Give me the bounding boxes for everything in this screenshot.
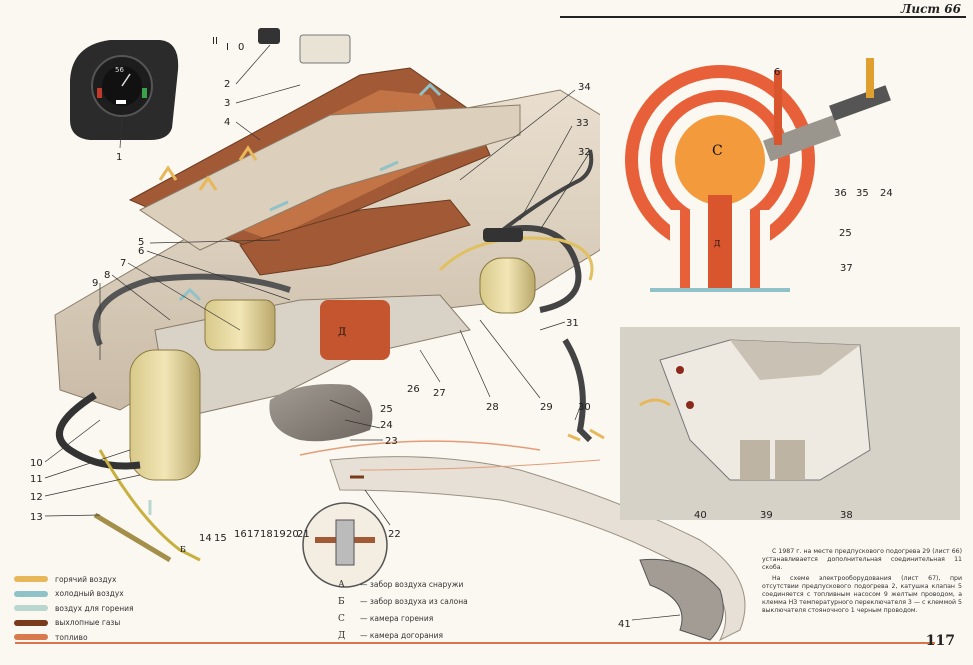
- chamber-letter-d2: Д: [714, 239, 721, 248]
- legend-item-exhaust: выхлопные газы: [14, 617, 204, 629]
- callout-17: 17: [247, 529, 260, 540]
- fuel-arrow-icon: [14, 634, 48, 640]
- flow-legend: горячий воздух холодный воздух воздух дл…: [14, 573, 204, 646]
- callout-30: 30: [578, 402, 591, 413]
- cold-air-arrow-icon: [14, 590, 48, 597]
- callout-15: 15: [214, 533, 227, 544]
- callout-39: 39: [760, 510, 773, 521]
- callout-2: 2: [224, 79, 230, 90]
- heater-cross-section: С Д: [600, 20, 920, 320]
- callout-41: 41: [618, 619, 631, 630]
- callout-25: 25: [380, 404, 393, 415]
- callout-6b: 6: [774, 67, 780, 78]
- key-row-d: Д— камера догорания: [338, 631, 443, 641]
- callout-13: 13: [30, 512, 43, 523]
- callout-18: 18: [260, 529, 273, 540]
- callout-11: 11: [30, 474, 43, 485]
- callout-24: 24: [380, 420, 393, 431]
- key-row-a: А— забор воздуха снаружи: [338, 580, 464, 590]
- position-mark-ii: II: [212, 36, 218, 47]
- heater-housing-detail: [620, 327, 960, 520]
- callout-3: 3: [224, 98, 230, 109]
- chamber-letter-d: Д: [338, 327, 346, 338]
- exhaust-arrow-icon: [14, 619, 48, 626]
- callout-6: 6: [138, 246, 144, 257]
- footer-rule: [15, 642, 935, 644]
- callout-25b: 25: [839, 228, 852, 239]
- callout-38: 38: [840, 510, 853, 521]
- combustion-air-arrow-icon: [14, 605, 48, 611]
- callout-4: 4: [224, 117, 230, 128]
- callout-14: 14: [199, 533, 212, 544]
- key-row-b: Б— забор воздуха из салона: [338, 597, 468, 607]
- legend-item-fuel: топливо: [14, 631, 204, 643]
- callout-31: 31: [566, 318, 579, 329]
- callout-9: 9: [92, 278, 98, 289]
- position-mark-i: I: [226, 42, 229, 53]
- callout-24b: 24: [880, 188, 893, 199]
- callout-20: 20: [286, 529, 299, 540]
- callout-26: 26: [407, 384, 420, 395]
- callout-37: 37: [840, 263, 853, 274]
- callout-34: 34: [578, 82, 591, 93]
- callout-33: 33: [576, 118, 589, 129]
- footnote-para-2: На схеме электрооборудования (лист 67), …: [762, 575, 962, 614]
- sheet-number: Лист 66: [900, 2, 961, 16]
- callout-23: 23: [385, 436, 398, 447]
- legend-item-hot-air: горячий воздух: [14, 573, 204, 585]
- chamber-letter-c: С: [712, 143, 723, 159]
- footnote: С 1987 г. на месте предпускового подогре…: [762, 548, 962, 618]
- position-mark-0: 0: [238, 42, 244, 53]
- page-number: 117: [925, 633, 955, 649]
- inlet-letter-b: Б: [180, 545, 186, 554]
- callout-8: 8: [104, 270, 110, 281]
- footnote-para-1: С 1987 г. на месте предпускового подогре…: [762, 548, 962, 571]
- gauge-scale: 56: [115, 66, 124, 74]
- key-row-c: С— камера горения: [338, 614, 434, 624]
- callout-1: 1: [116, 152, 122, 163]
- letter-key-list: А— забор воздуха снаружи Б— забор воздух…: [338, 580, 538, 648]
- legend-item-cold-air: холодный воздух: [14, 588, 204, 600]
- callout-19: 19: [273, 529, 286, 540]
- header-rule: [560, 16, 966, 18]
- callout-10: 10: [30, 458, 43, 469]
- callout-32: 32: [578, 147, 591, 158]
- callout-35: 35: [856, 188, 869, 199]
- legend-item-combustion-air: воздух для горения: [14, 602, 204, 614]
- callout-21: 21: [297, 529, 310, 540]
- control-panel: 56: [70, 40, 179, 140]
- callout-29: 29: [540, 402, 553, 413]
- callout-12: 12: [30, 492, 43, 503]
- callout-36: 36: [834, 188, 847, 199]
- callout-27: 27: [433, 388, 446, 399]
- callout-7: 7: [120, 258, 126, 269]
- callout-28: 28: [486, 402, 499, 413]
- callout-5: 5: [138, 237, 144, 248]
- hot-air-arrow-icon: [14, 576, 48, 582]
- callout-40: 40: [694, 510, 707, 521]
- callout-22: 22: [388, 529, 401, 540]
- callout-16: 16: [234, 529, 247, 540]
